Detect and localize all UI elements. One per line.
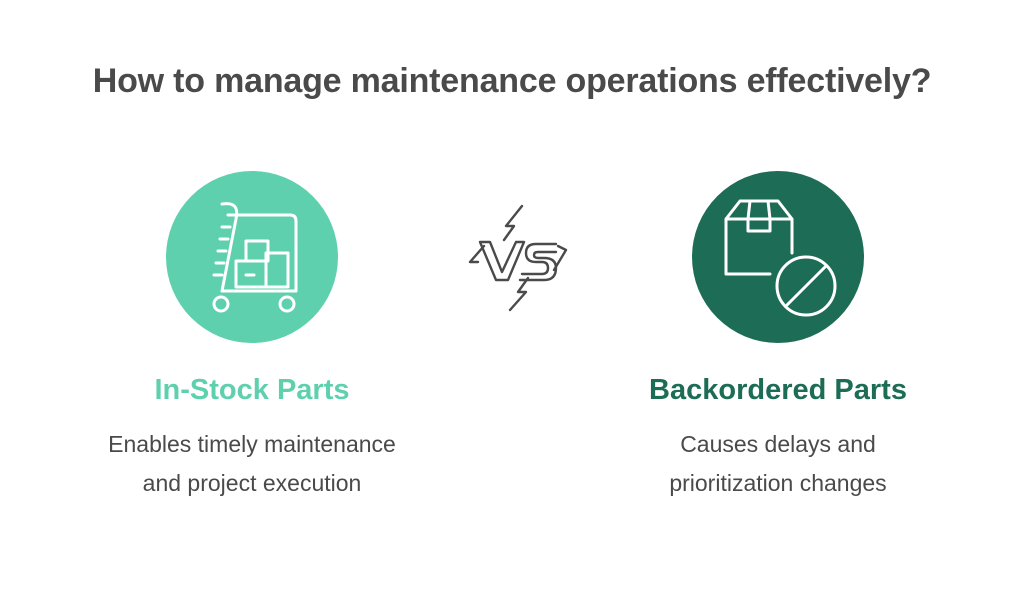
versus-lightning-icon [462, 200, 572, 316]
in-stock-circle [166, 171, 338, 343]
in-stock-heading: In-Stock Parts [154, 374, 350, 406]
backordered-circle [692, 171, 864, 343]
in-stock-description: Enables timely maintenance and project e… [108, 431, 396, 496]
page-title: How to manage maintenance operations eff… [92, 62, 932, 100]
backordered-heading: Backordered Parts [649, 374, 907, 406]
cart-boxes-icon [212, 202, 298, 313]
backordered-description: Causes delays and prioritization changes [669, 431, 887, 496]
box-blocked-icon [724, 199, 837, 317]
